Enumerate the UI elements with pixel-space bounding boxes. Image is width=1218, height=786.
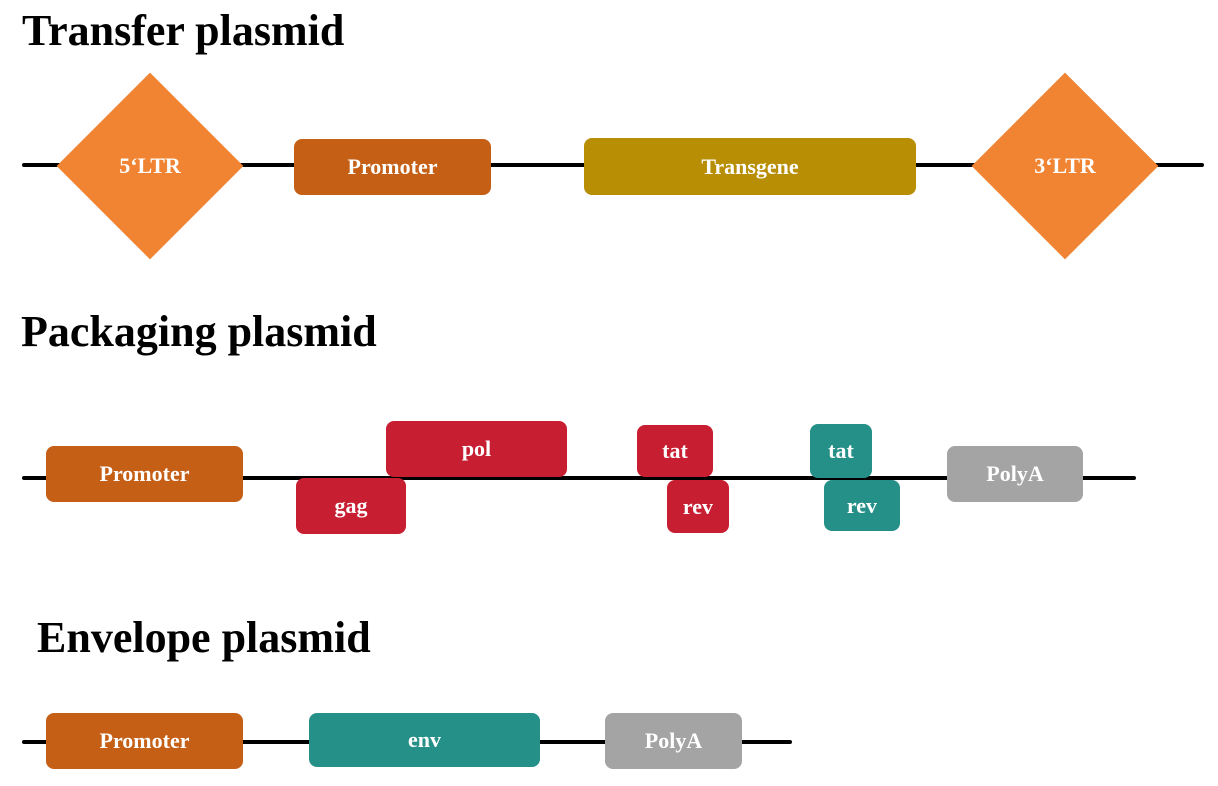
envelope-promoter: Promoter [46, 713, 243, 769]
packaging-promoter: Promoter [46, 446, 243, 502]
envelope-env: env [309, 713, 540, 767]
packaging-plasmid-title: Packaging plasmid [21, 307, 377, 356]
transfer-5ltr-label: 5‘LTR [119, 153, 181, 178]
packaging-plasmid-backbone [22, 476, 1136, 480]
packaging-pol: pol [386, 421, 567, 477]
packaging-tat-red: tat [637, 425, 713, 477]
transfer-transgene: Transgene [584, 138, 916, 195]
transfer-3ltr: 3‘LTR [971, 72, 1159, 260]
transfer-promoter: Promoter [294, 139, 491, 195]
transfer-plasmid-title: Transfer plasmid [22, 6, 345, 55]
packaging-tat-teal: tat [810, 424, 872, 478]
packaging-polya: PolyA [947, 446, 1083, 502]
transfer-3ltr-label: 3‘LTR [1034, 153, 1096, 178]
envelope-plasmid-title: Envelope plasmid [37, 613, 371, 662]
packaging-gag: gag [296, 478, 406, 534]
transfer-5ltr: 5‘LTR [56, 72, 244, 260]
packaging-rev-red: rev [667, 480, 729, 533]
envelope-polya: PolyA [605, 713, 742, 769]
packaging-rev-teal: rev [824, 480, 900, 531]
